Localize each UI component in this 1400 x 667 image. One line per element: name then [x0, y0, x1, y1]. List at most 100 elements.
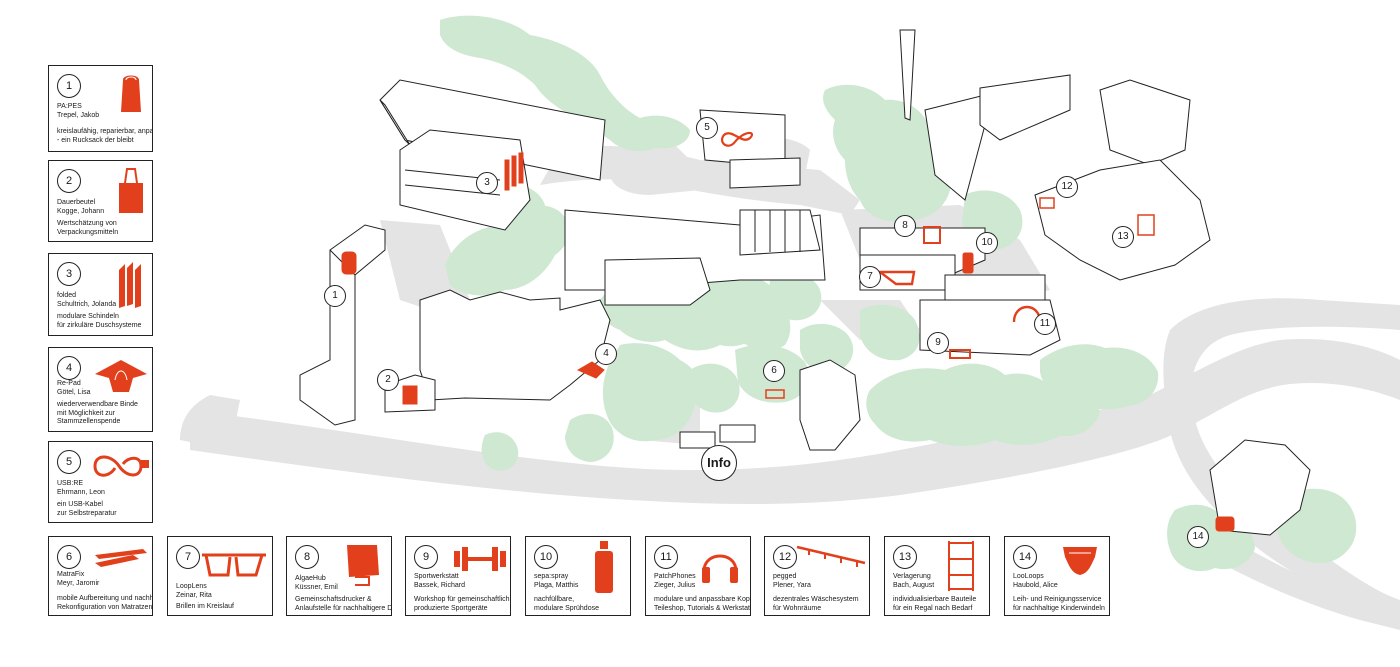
designer-name: Haubold, Alice — [1013, 581, 1058, 589]
product-description: zur Selbstreparatur — [57, 509, 117, 517]
map-marker[interactable]: 13 — [1112, 226, 1134, 248]
product-description: Stammzellenspende — [57, 418, 121, 425]
map-marker[interactable]: 8 — [894, 215, 916, 237]
map-marker[interactable]: 4 — [595, 343, 617, 365]
map-marker[interactable]: 7 — [859, 266, 881, 288]
designer-name: Meyr, Jaromir — [57, 579, 100, 587]
designer-name: Bach, August — [893, 581, 935, 589]
designer-name: Küssner, Emil — [295, 583, 338, 591]
product-description: für zirkuläre Duschsysteme — [57, 321, 142, 329]
card-number: 2 — [57, 169, 81, 193]
printer-icon — [347, 545, 379, 586]
product-description: Brillen im Kreislauf — [176, 603, 234, 610]
product-description: Gemeinschaftsdrucker & — [295, 596, 372, 603]
designer-name: Zeinar, Rita — [176, 591, 212, 599]
product-description: nachfüllbare, — [534, 596, 575, 603]
map-product-marks — [341, 131, 1235, 532]
card-number: 11 — [654, 545, 678, 569]
mattress-icon — [95, 549, 147, 567]
designer-name: Zieger, Julius — [654, 581, 696, 589]
product-name: AlgaeHub — [295, 575, 326, 582]
product-description: Leih- und Reinigungsservice — [1013, 596, 1102, 603]
pad-icon — [95, 360, 147, 392]
designer-name: Kogge, Johann — [57, 207, 105, 215]
product-name: LoopLens — [176, 583, 207, 590]
drying-rack-icon — [796, 545, 866, 567]
headphones-icon — [702, 554, 738, 583]
card-number: 9 — [414, 545, 438, 569]
product-name: PA:PES — [57, 103, 82, 110]
map-marker[interactable]: 2 — [377, 369, 399, 391]
usb-cable-icon — [93, 455, 149, 477]
product-name: sepa:spray — [534, 573, 569, 580]
card-number: 8 — [295, 545, 319, 569]
card-number: 5 — [57, 450, 81, 474]
map-marker[interactable]: 3 — [476, 172, 498, 194]
product-description: wiederverwendbare Binde — [57, 401, 138, 408]
product-name: Dauerbeutel — [57, 199, 96, 206]
map-marker[interactable]: 11 — [1034, 313, 1056, 335]
product-description: - ein Rucksack der bleibt — [57, 136, 134, 144]
product-name: pegged — [773, 573, 797, 580]
map-marker[interactable]: 5 — [696, 117, 718, 139]
product-description: für Wohnräume — [773, 604, 822, 612]
product-description: Anlaufstelle für nachhaltigere Drucke — [295, 604, 392, 612]
product-name: PatchPhones — [654, 573, 696, 580]
card-number: 10 — [534, 545, 558, 569]
product-description: dezentrales Wäschesystem — [773, 596, 859, 603]
product-description: Workshop für gemeinschaftlich — [414, 596, 510, 603]
shelf-icon — [948, 541, 974, 591]
tote-bag-icon — [119, 168, 143, 213]
card-number: 12 — [773, 545, 797, 569]
designer-name: Plener, Yara — [773, 581, 811, 589]
map-marker[interactable]: 14 — [1187, 526, 1209, 548]
map-marker[interactable]: 1 — [324, 285, 346, 307]
designer-name: Bassek, Richard — [414, 581, 465, 589]
product-description: Wertschätzung von — [57, 220, 117, 227]
product-description: Rekonfiguration von Matratzen — [57, 603, 153, 611]
shingles-icon — [119, 262, 141, 308]
product-name: folded — [57, 292, 77, 299]
dumbbell-icon — [454, 547, 506, 571]
tree-areas — [440, 15, 1357, 572]
card-number: 6 — [57, 545, 81, 569]
card-number: 13 — [893, 545, 917, 569]
card-number: 7 — [176, 545, 200, 569]
map-marker[interactable]: 10 — [976, 232, 998, 254]
product-description: individualisierbare Bauteile — [893, 596, 977, 603]
product-description: für ein Regal nach Bedarf — [893, 604, 973, 612]
product-description: Verpackungsmitteln — [57, 228, 119, 236]
product-description: modulare Sprühdose — [534, 604, 599, 612]
designer-name: Götel, Lisa — [57, 388, 91, 396]
product-name: USB:RE — [57, 480, 84, 487]
card-number: 4 — [57, 356, 81, 380]
map-marker[interactable]: 12 — [1056, 176, 1078, 198]
product-description: produzierte Sportgeräte — [414, 604, 488, 612]
map-marker[interactable]: 6 — [763, 360, 785, 382]
product-description: kreislaufähig, reparierbar, anpassbar — [57, 128, 153, 135]
product-description: für nachhaltige Kinderwindeln — [1013, 604, 1105, 612]
designer-name: Schultrich, Jolanda — [57, 300, 117, 308]
product-description: modulare und anpassbare Kopfhörer, — [654, 596, 750, 603]
map-marker[interactable]: 9 — [927, 332, 949, 354]
diaper-icon — [1063, 547, 1097, 575]
product-name: LooLoops — [1013, 573, 1044, 580]
info-point[interactable]: Info — [701, 445, 737, 481]
product-description: Teileshop, Tutorials & Werkstatt — [654, 604, 751, 612]
glasses-icon — [202, 553, 266, 577]
